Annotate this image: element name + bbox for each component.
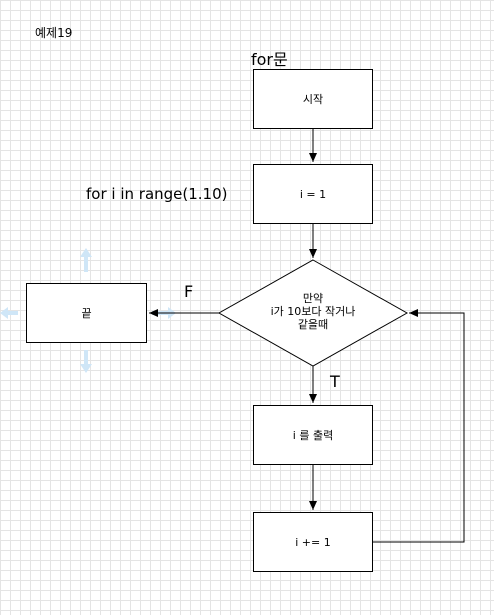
- output-node-label: i 를 출력: [292, 429, 334, 442]
- false-branch-label: F: [184, 282, 194, 301]
- diagram-title: for문: [251, 50, 288, 69]
- move-handle-down-icon[interactable]: [80, 350, 92, 373]
- move-handle-left-icon[interactable]: [0, 307, 18, 319]
- loop-note: for i in range(1.10): [86, 185, 228, 203]
- init-node[interactable]: i = 1: [253, 164, 373, 224]
- init-node-label: i = 1: [299, 187, 327, 201]
- start-node-label: 시작: [302, 93, 324, 106]
- example-title: 예제19: [35, 26, 73, 40]
- true-branch-label: T: [330, 372, 340, 391]
- increment-node[interactable]: i += 1: [253, 512, 373, 572]
- output-node[interactable]: i 를 출력: [253, 405, 373, 465]
- move-handle-up-icon[interactable]: [80, 248, 92, 272]
- end-node-label: 끝: [81, 307, 92, 320]
- end-node[interactable]: 끝: [26, 283, 147, 343]
- condition-label-line3: 같을때: [297, 318, 329, 331]
- start-node[interactable]: 시작: [253, 69, 373, 129]
- connector-increment-loop: [372, 309, 465, 543]
- increment-node-label: i += 1: [295, 535, 331, 549]
- condition-label: 만약 i가 10보다 작거나 같을때: [253, 292, 373, 331]
- condition-label-line2: i가 10보다 작거나: [270, 305, 356, 318]
- condition-label-line1: 만약: [302, 292, 324, 305]
